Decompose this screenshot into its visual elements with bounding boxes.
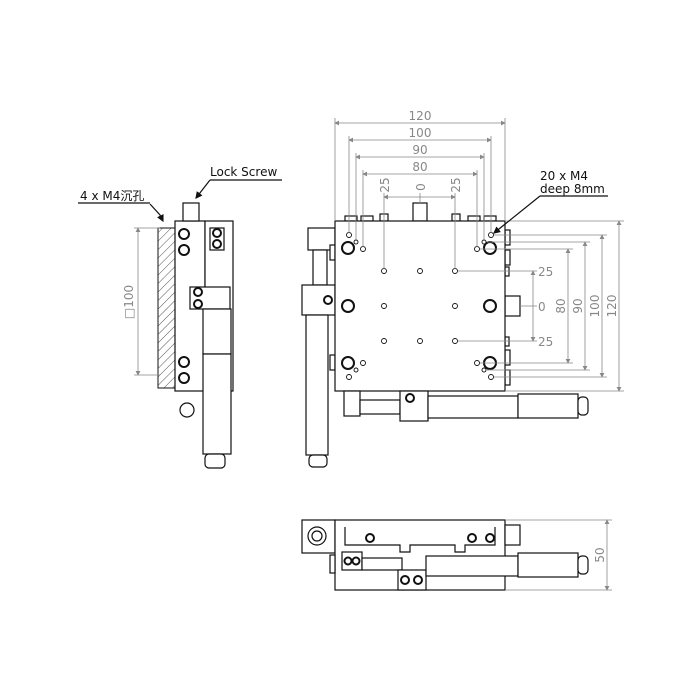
grid-h-center: 0 <box>414 183 428 191</box>
tapped-holes-callout-line1: 20 x M4 <box>540 169 588 183</box>
top-view: 120 100 90 80 25 0 25 80 90 100 120 25 0… <box>301 109 624 468</box>
tapped-holes-callout-line2: deep 8mm <box>540 182 605 196</box>
dim-v-90: 90 <box>571 298 585 313</box>
dim-h-100: 100 <box>409 126 432 140</box>
square-dim-label: □100 <box>122 285 136 319</box>
grid-h-left: 25 <box>378 177 392 192</box>
counterbore-callout: 4 x M4沉孔 <box>80 189 144 203</box>
grid-v-center: 0 <box>538 300 546 314</box>
grid-h-right: 25 <box>449 177 463 192</box>
side-view: □100 4 x M4沉孔 Lock Screw <box>78 165 282 469</box>
lock-screw-callout: Lock Screw <box>210 165 277 179</box>
lock-screw <box>182 202 200 222</box>
dim-h-90: 90 <box>412 143 427 157</box>
dim-v-100: 100 <box>588 295 602 318</box>
dim-h-80: 80 <box>412 160 427 174</box>
dim-v-120: 120 <box>605 295 619 318</box>
dim-h-120: 120 <box>409 109 432 123</box>
front-view: 50 <box>301 519 612 591</box>
dim-height-50: 50 <box>593 547 607 562</box>
grid-v-bottom: 25 <box>538 335 553 349</box>
grid-v-top: 25 <box>538 265 553 279</box>
dim-v-80: 80 <box>554 298 568 313</box>
stage-top-plate <box>334 220 506 392</box>
